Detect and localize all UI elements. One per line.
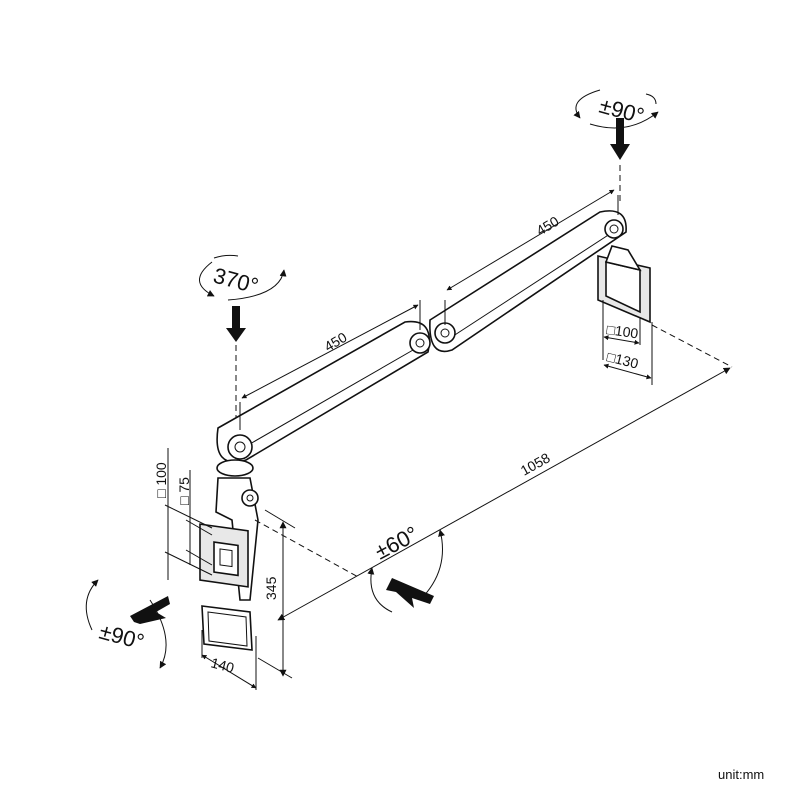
head-vesa-large-label: □ 100 bbox=[153, 462, 169, 498]
dim-plate-width bbox=[201, 630, 257, 690]
tilt-label: ±60° bbox=[371, 521, 423, 564]
middle-rotation-arrows bbox=[199, 254, 287, 301]
dim-plate-width-label: 140 bbox=[209, 654, 236, 676]
dim-height bbox=[257, 509, 296, 679]
dim-upper-arm bbox=[444, 189, 619, 325]
upper-arm bbox=[429, 210, 627, 353]
base-vesa-small-label: □100 bbox=[606, 321, 640, 341]
head-vesa-small-label: □ 75 bbox=[176, 477, 192, 505]
wall-bracket bbox=[597, 245, 651, 324]
left-push-arrow bbox=[130, 596, 170, 624]
dim-head-vesa bbox=[164, 448, 213, 580]
top-rotation-arrows bbox=[573, 89, 659, 129]
middle-down-arrow bbox=[226, 306, 246, 342]
dim-reach bbox=[254, 324, 733, 621]
dim-upper-arm-label: 450 bbox=[533, 213, 561, 239]
dim-lower-arm-label: 450 bbox=[321, 329, 349, 355]
dim-lower-arm bbox=[239, 300, 421, 430]
dim-height-label: 345 bbox=[263, 576, 279, 600]
mounting-plate bbox=[201, 605, 253, 651]
tilt-push-arrow bbox=[386, 578, 434, 608]
top-down-arrow bbox=[610, 118, 630, 160]
dim-reach-label: 1058 bbox=[518, 449, 553, 478]
middle-rotation-label: 370° bbox=[211, 263, 261, 299]
left-rotation-label: ±90° bbox=[97, 619, 147, 655]
tilt-head bbox=[199, 459, 259, 601]
base-vesa-large-label: □130 bbox=[605, 348, 640, 371]
unit-label: unit:mm bbox=[718, 767, 764, 782]
